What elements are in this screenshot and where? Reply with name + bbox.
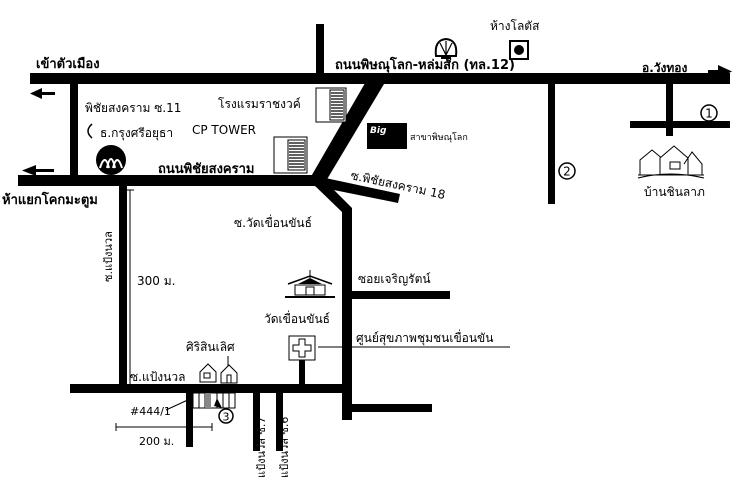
house-icon — [199, 363, 217, 383]
hotel-building-icon — [315, 87, 347, 123]
soi-charoen-rat — [350, 291, 450, 299]
pang-nuan-6-road — [276, 393, 283, 451]
pang-nuan-vertical-road — [119, 186, 127, 388]
roads — [18, 24, 730, 451]
lotus-label: ห้างโลตัส — [490, 19, 540, 33]
shell-icon — [434, 37, 458, 59]
house-number-pointer — [165, 397, 193, 411]
marker-2: 2 — [558, 162, 576, 180]
to-city-label: เข้าตัวเมือง — [36, 56, 100, 72]
pang-nuan-6-label: แป้งนวล ซ.6 — [278, 417, 291, 478]
wat-soi-label: ซ.วัดเขื่อนขันธ์ — [234, 214, 312, 230]
wat-khuean-khan-road — [342, 210, 352, 420]
dimension-200m — [115, 423, 213, 431]
phichai-11-label: พิชัยสงคราม ซ.11 — [85, 101, 181, 115]
krungsri-bank-icon — [96, 145, 126, 175]
pang-nuan-vertical-label: ซ.แป้งนวล — [102, 231, 115, 282]
lower-soi — [350, 404, 432, 412]
cp-tower-label: CP TOWER — [192, 123, 256, 137]
pang-nuan-road — [70, 384, 350, 393]
soi-444-road — [186, 393, 193, 447]
distance-200-label: 200 ม. — [139, 435, 174, 448]
big-c-icon: Big — [367, 123, 407, 149]
arrow-left-icon — [22, 165, 54, 176]
cp-tower-building-icon — [273, 136, 308, 174]
pang-nuan-7-label: แป้งนวล ซ.7 — [255, 417, 268, 478]
marker-3-pointer — [214, 398, 222, 408]
hospital-cross-icon — [288, 335, 316, 361]
temple-icon — [285, 270, 335, 298]
village-icon — [637, 145, 705, 179]
svg-text:1: 1 — [705, 107, 713, 121]
north-road — [316, 24, 324, 74]
house-icon — [220, 364, 238, 384]
diagonal-road — [309, 78, 384, 186]
marker-1: 1 — [700, 104, 718, 122]
big-c-label: Big — [370, 126, 387, 136]
main-road — [30, 73, 730, 84]
charoen-rat-label: ซอยเจริญรัตน์ — [358, 272, 431, 286]
health-center-spur — [299, 360, 305, 386]
ban-chinlapa-label: บ้านชินลาภ — [644, 185, 705, 199]
main-road-label: ถนนพิษณุโลก-หล่มสัก (ทล.12) — [335, 56, 515, 73]
target-building-icon — [192, 392, 236, 409]
pang-nuan-road-label: ซ.แป้งนวล — [130, 370, 185, 384]
phichai-road-label: ถนนพิชัยสงคราม — [158, 162, 254, 177]
dimension-300m — [126, 189, 134, 386]
road-1-vertical — [666, 84, 673, 136]
svg-text:2: 2 — [563, 165, 571, 179]
svg-text:3: 3 — [223, 411, 230, 424]
phichai-songkhram-road — [18, 175, 318, 186]
road-1-horizontal — [630, 121, 730, 128]
health-center-label: ศูนย์สุขภาพชุมชนเขื่อนขัน — [356, 329, 493, 346]
wat-label: วัดเขื่อนขันธ์ — [264, 310, 330, 326]
kok-ma-tum-label: ห้าแยกโคกมะตูม — [2, 191, 98, 208]
house-number-label: #444/1 — [130, 405, 171, 418]
pang-nuan-7-road — [253, 393, 260, 451]
wang-thong-label: อ.วังทอง — [642, 61, 687, 75]
siri-sinlert-label: ศิริสินเลิศ — [186, 340, 235, 354]
left-connector-road — [70, 84, 78, 182]
marker-3: 3 — [218, 408, 234, 424]
lotus-icon — [509, 40, 529, 60]
soi-phichai-18 — [314, 176, 400, 203]
arrow-left-icon — [30, 88, 55, 99]
big-c-branch-label: สาขาพิษณุโลก — [410, 132, 468, 143]
road-2 — [548, 84, 555, 204]
krungsri-label: ธ.กรุงศรีอยุธา — [100, 126, 173, 141]
krungsri-crescent-icon — [87, 123, 93, 139]
arrow-right-icon — [708, 65, 732, 78]
distance-300-label: 300 ม. — [137, 274, 175, 288]
hotel-label: โรงแรมราชงวค์ — [218, 97, 301, 111]
